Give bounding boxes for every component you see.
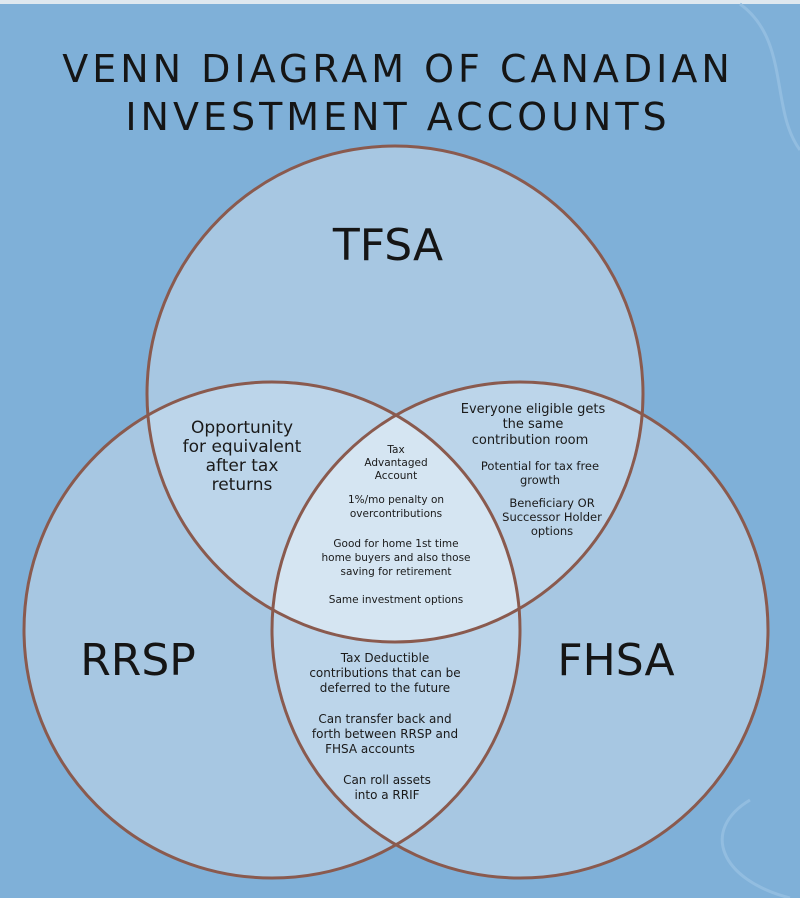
overlap-center [272,382,520,642]
region-text: FHSA accounts [325,742,415,756]
region-text: returns [212,475,273,495]
circle-fhsa [270,380,770,880]
decor-swirl [720,798,791,898]
region-text: after tax [206,456,279,476]
region-tfsa-rrsp: Opportunity for equivalent after tax ret… [183,418,302,495]
region-text: contribution room [472,433,589,448]
label-tfsa: TFSA [332,220,443,271]
region-text: growth [520,473,560,487]
circle-rrsp [22,380,522,880]
region-text: home buyers and also those [321,552,470,564]
region-text: Potential for tax free [481,459,599,473]
region-text: Can transfer back and [318,712,451,726]
region-text: Account [375,470,417,482]
region-text: Beneficiary OR [509,496,594,510]
circle-tfsa [145,144,645,644]
region-text: contributions that can be [309,666,460,680]
region-text: into a RRIF [354,788,419,802]
region-text: Tax [386,444,404,456]
region-text: Same investment options [329,594,463,606]
label-fhsa: FHSA [557,635,674,686]
decor-swirl [739,2,800,151]
region-rrsp-fhsa: Tax Deductible contributions that can be… [309,651,460,802]
region-text: Can roll assets [343,773,431,787]
region-text: overcontributions [350,508,442,520]
region-text: deferred to the future [320,681,450,695]
region-text: Successor Holder [502,510,602,524]
region-text: options [531,524,573,538]
region-text: Advantaged [364,457,427,469]
region-text: Tax Deductible [340,651,429,665]
title-line-1: VENN DIAGRAM OF CANADIAN [62,47,734,91]
region-text: 1%/mo penalty on [348,494,444,506]
region-center: Tax Advantaged Account 1%/mo penalty on … [321,444,470,606]
region-text: Everyone eligible gets [461,402,606,417]
title-line-2: INVESTMENT ACCOUNTS [125,95,670,139]
region-text: for equivalent [183,437,302,457]
region-text: forth between RRSP and [312,727,458,741]
top-strip [0,0,800,4]
region-text: the same [503,417,564,432]
region-tfsa-fhsa: Everyone eligible gets the same contribu… [461,402,606,538]
region-text: saving for retirement [340,566,451,578]
region-text: Opportunity [191,418,293,438]
label-rrsp: RRSP [80,635,196,686]
region-text: Good for home 1st time [333,538,458,550]
